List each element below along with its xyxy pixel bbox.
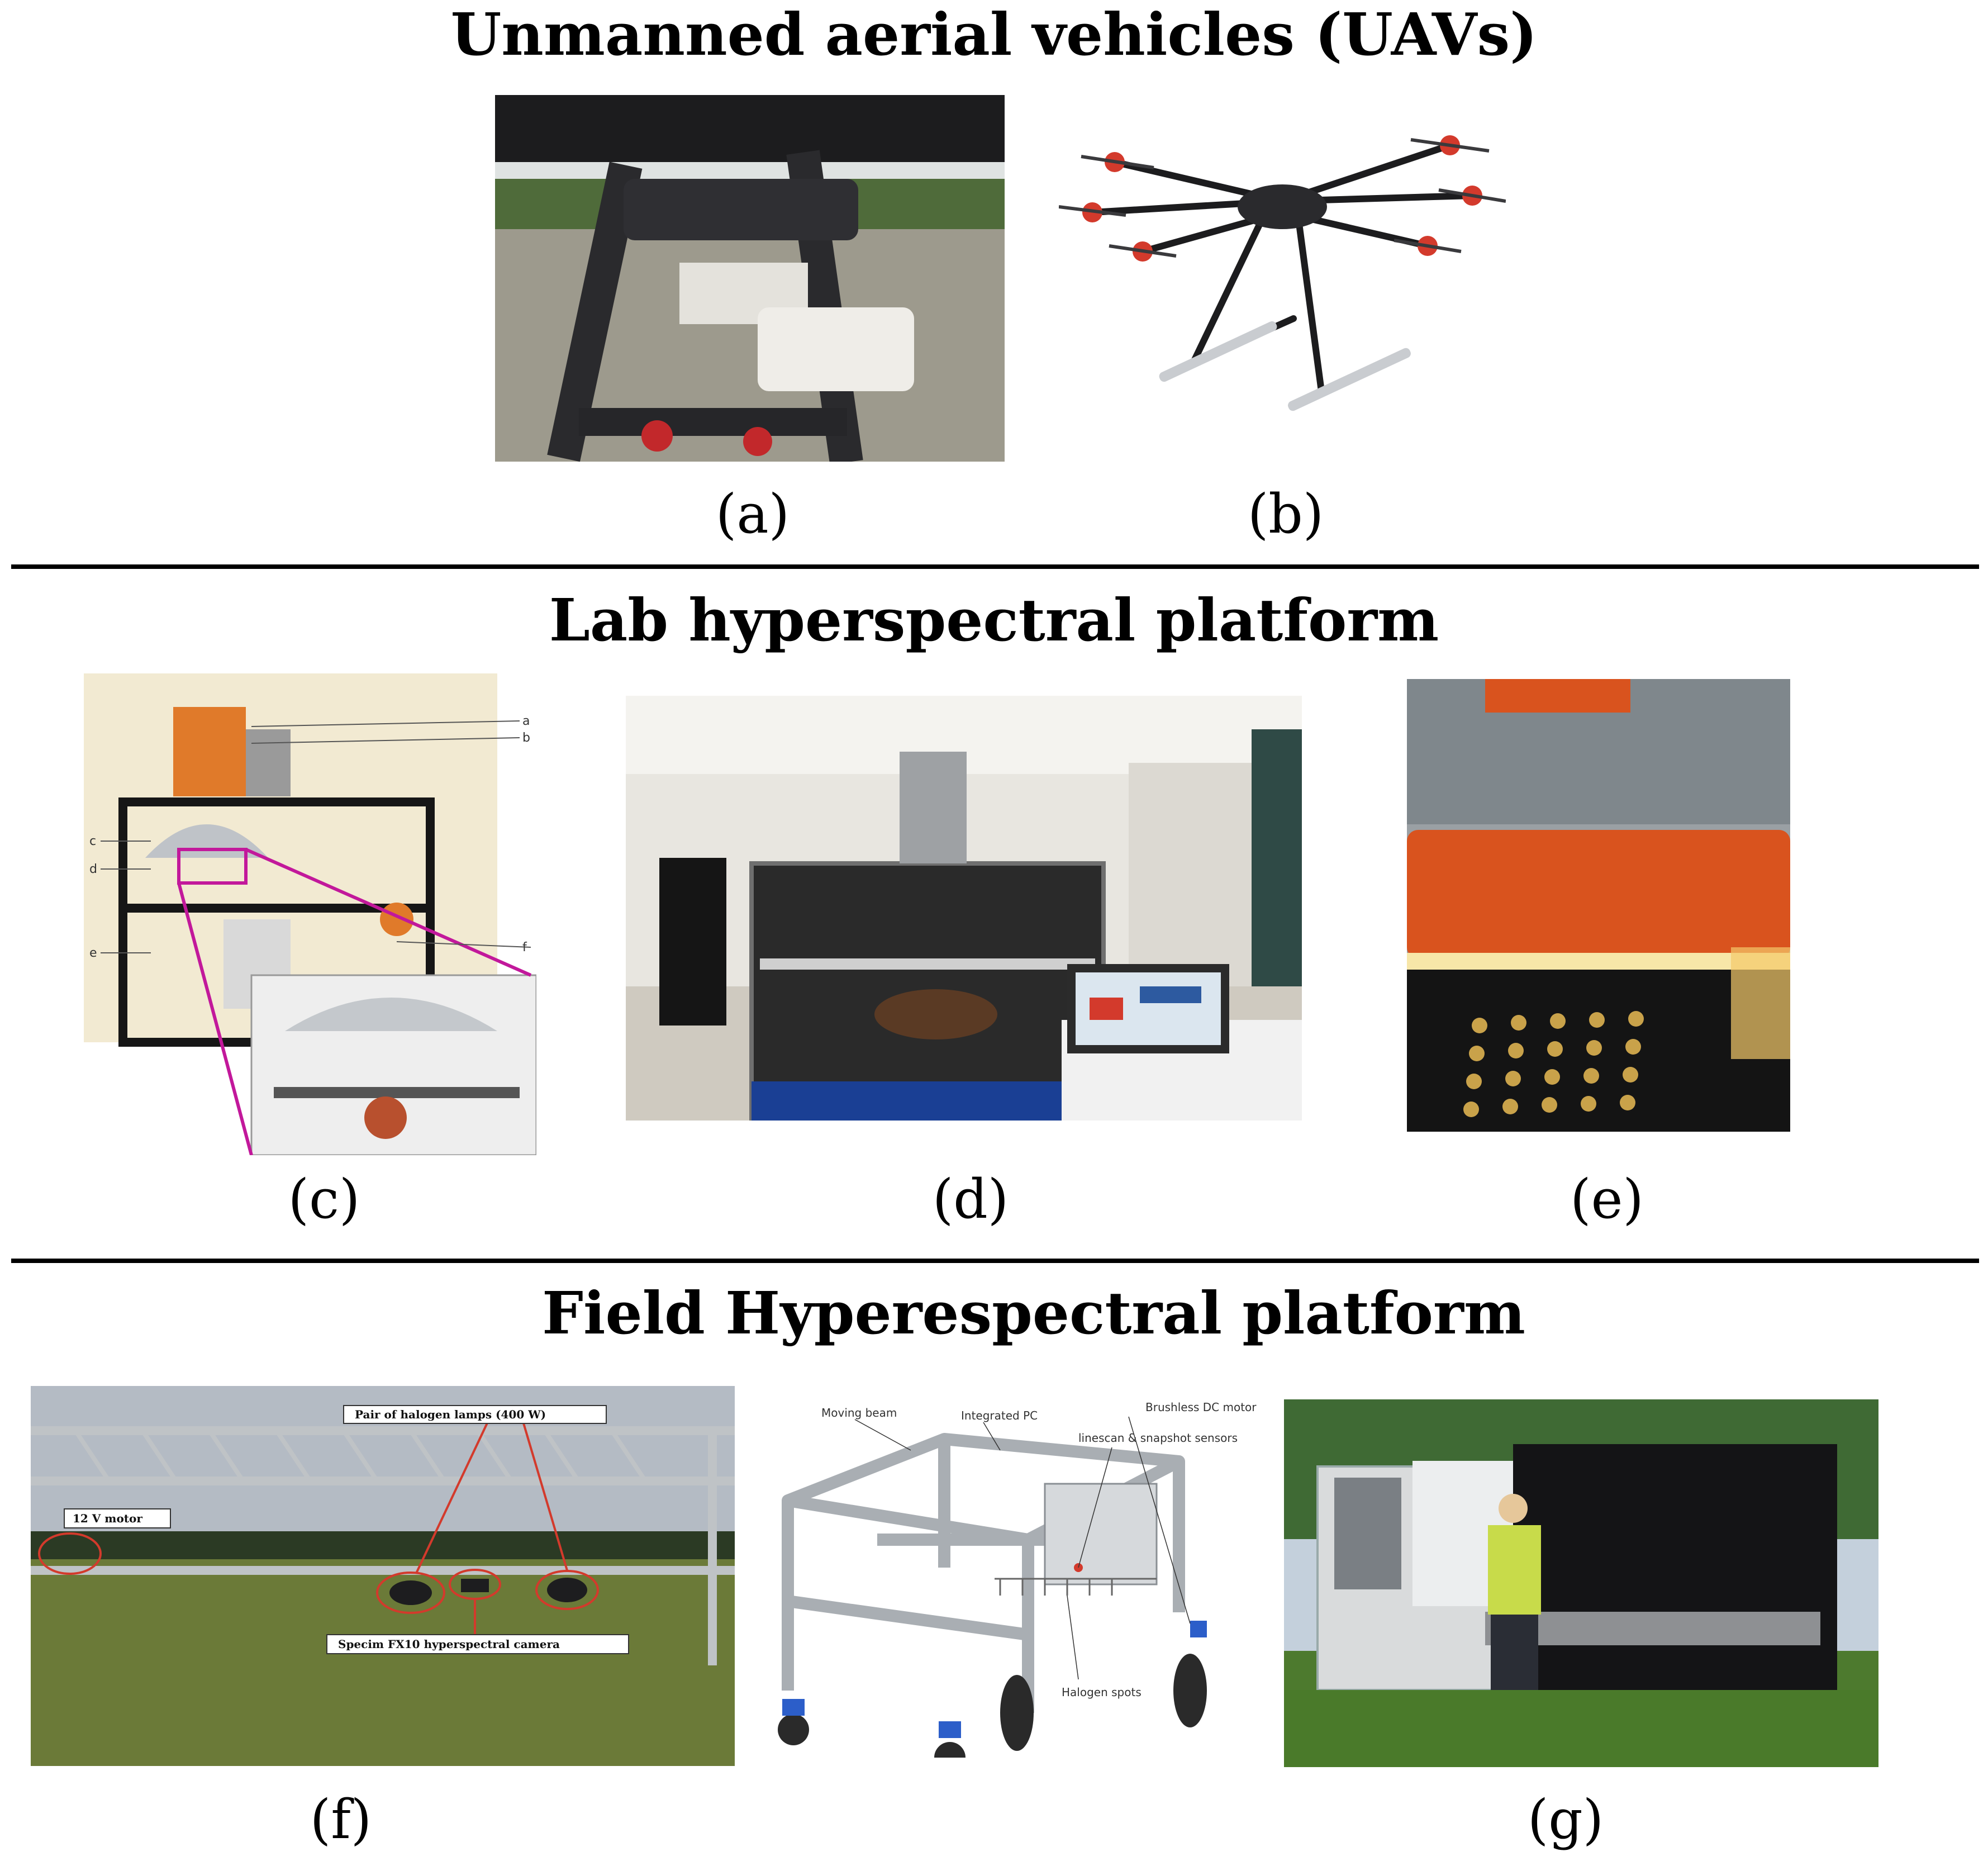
panel-c-callout-c: c <box>89 834 96 848</box>
panel-a-photo <box>495 95 1005 462</box>
panel-f-label: (f) <box>310 1788 372 1851</box>
panel-f-motor-annotation: 12 V motor <box>73 1512 142 1525</box>
panel-c-callout-d: d <box>89 862 97 876</box>
panel-c-callout-a: a <box>522 714 530 728</box>
diagram-halogen-spots-label: Halogen spots <box>1062 1686 1142 1699</box>
panel-c-callout-f: f <box>522 941 527 955</box>
section-divider-2 <box>11 1259 1979 1263</box>
lab-section-title: Lab hyperspectral platform <box>549 586 1439 654</box>
panel-c-callout-e: e <box>89 946 97 960</box>
section-divider-1 <box>11 564 1979 569</box>
uav-section-title: Unmanned aerial vehicles (UAVs) <box>450 0 1538 69</box>
panel-a-label: (a) <box>715 483 790 545</box>
panel-e-photo <box>1407 679 1790 1132</box>
panel-g-photo <box>1284 1399 1878 1767</box>
panel-f-lamps-annotation: Pair of halogen lamps (400 W) <box>355 1408 546 1421</box>
panel-c-photo: a b c d e f <box>84 673 536 1155</box>
panel-f-photo: Pair of halogen lamps (400 W) 12 V motor… <box>31 1386 735 1766</box>
diagram-moving-beam-label: Moving beam <box>821 1406 897 1420</box>
field-section-title: Field Hyperespectral platform <box>542 1279 1525 1347</box>
diagram-brushless-motor-label: Brushless DC motor <box>1145 1401 1257 1414</box>
panel-c-callout-b: b <box>522 731 530 745</box>
panel-d-photo <box>626 696 1302 1121</box>
panel-g-diagram: Moving beam Integrated PC Brushless DC m… <box>765 1400 1268 1758</box>
panel-c-label: (c) <box>288 1168 360 1231</box>
panel-b-photo <box>1059 123 1506 441</box>
panel-e-label: (e) <box>1570 1168 1644 1231</box>
panel-f-camera-annotation: Specim FX10 hyperspectral camera <box>338 1637 560 1651</box>
diagram-integrated-pc-label: Integrated PC <box>961 1409 1038 1422</box>
panel-b-label: (b) <box>1247 483 1324 545</box>
panel-d-label: (d) <box>932 1168 1009 1231</box>
panel-g-label: (g) <box>1527 1788 1604 1851</box>
diagram-sensors-label: linescan & snapshot sensors <box>1078 1431 1238 1445</box>
